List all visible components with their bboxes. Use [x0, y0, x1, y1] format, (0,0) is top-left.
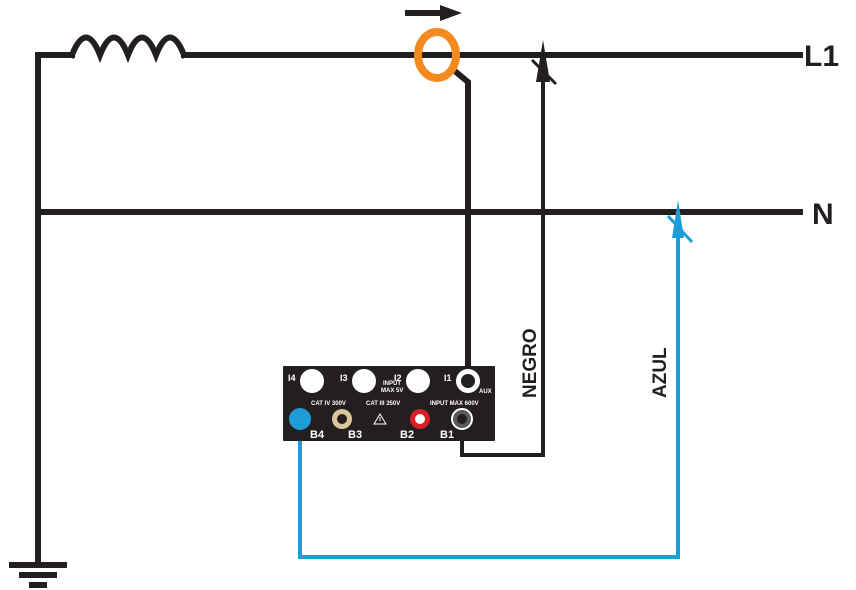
blue-lead: [298, 212, 680, 559]
aux-label: AUX: [479, 389, 492, 395]
svg-text:I3: I3: [340, 373, 348, 383]
svg-text:I4: I4: [288, 373, 296, 383]
ground-symbol-icon: [9, 562, 67, 588]
phase-label: L1: [804, 40, 839, 73]
svg-text:I2: I2: [394, 373, 402, 383]
current-input-i3: I3: [340, 369, 376, 393]
warning-triangle-icon: [373, 413, 387, 425]
black-lead-label: NEGRO: [520, 328, 541, 398]
current-input-i4: I4: [288, 369, 324, 393]
voltage-terminal-b4: B4: [289, 408, 325, 441]
blue-croc-clip-icon: [666, 200, 694, 244]
svg-text:B2: B2: [400, 429, 414, 441]
svg-text:B3: B3: [348, 429, 362, 441]
cat-iii-rating: CAT III 350V: [366, 401, 400, 407]
clamp-lead: [451, 67, 471, 375]
current-input-i1: I1: [444, 369, 480, 393]
svg-text:B4: B4: [310, 429, 325, 441]
input-max-clamp-line2: MAX 5V: [381, 388, 403, 394]
cat-iv-rating: CAT IV 300V: [311, 401, 346, 407]
svg-text:I1: I1: [444, 373, 452, 383]
voltage-terminal-b2: B2: [400, 409, 430, 441]
current-clamp: [414, 28, 460, 82]
voltage-terminal-b3: B3: [332, 409, 362, 441]
phase-line-l1: [35, 34, 803, 568]
neutral-label: N: [812, 198, 834, 231]
black-croc-clip-icon: [530, 40, 558, 86]
current-input-i2: I2: [394, 369, 430, 393]
input-max-clamp-line1: INPUT: [383, 381, 401, 387]
input-max-voltage: INPUT MAX 600V: [430, 401, 479, 407]
svg-text:B1: B1: [440, 429, 454, 441]
current-direction-arrow-icon: [405, 5, 462, 21]
voltage-terminal-b1: B1: [440, 408, 473, 441]
blue-lead-label: AZUL: [650, 347, 671, 398]
instrument-panel: I4 I3 I2 I1 AUX INPUT MAX 5V CAT IV 300V…: [283, 366, 495, 441]
load-coil: [68, 34, 188, 64]
